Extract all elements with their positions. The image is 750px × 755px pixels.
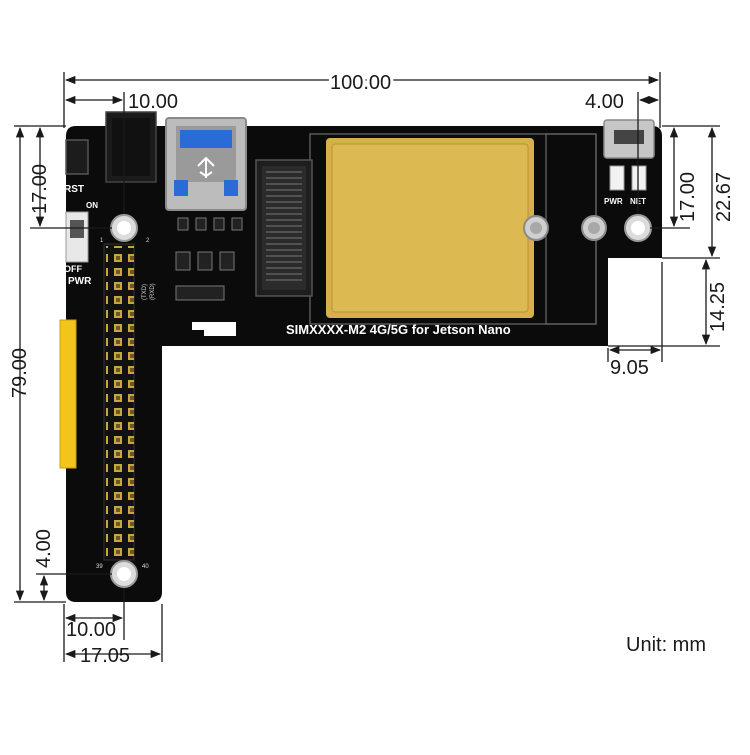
usb-a-clip-left [174, 180, 188, 196]
yellow-pin-header [59, 319, 77, 469]
cellular-module-shield [331, 143, 529, 313]
net-led [631, 165, 647, 191]
pwr-led [609, 165, 625, 191]
mounting-hole-bottom [110, 560, 138, 588]
dim-total-width: 100.00 [330, 72, 391, 94]
m2-connector-inner [262, 166, 306, 290]
usb-a-clip-right [224, 180, 238, 196]
reset-button [65, 139, 89, 175]
usb-a-tongue [180, 130, 232, 148]
dim-hole-right-y: 17.00 [677, 172, 699, 222]
pin-1-label: 1 [100, 238, 104, 244]
on-label: ON [86, 201, 98, 210]
rxd-label: (RXD) [150, 283, 156, 300]
power-switch-knob [70, 220, 84, 238]
pin-2-label: 2 [146, 238, 150, 244]
mounting-hole-top-right [624, 214, 652, 242]
dim-bottom-width: 17.05 [80, 645, 130, 667]
dim-right-height: 22.67 [713, 172, 735, 222]
dim-notch-width: 9.05 [610, 357, 649, 379]
txd-label: (TXD) [142, 284, 148, 300]
micro-usb-inner [614, 130, 644, 144]
power-jack-body [112, 118, 150, 176]
off-label: OFF [64, 264, 82, 274]
unit-label: Unit: mm [626, 634, 706, 656]
module-standoff-2 [581, 215, 607, 241]
usb-symbol-icon [197, 156, 215, 178]
dim-left-height: 79.00 [9, 348, 31, 398]
dim-bottom-hole-x: 10.00 [66, 619, 116, 641]
dim-hole-right-x: 4.00 [585, 91, 624, 113]
m2-contacts [266, 171, 302, 281]
dim-notch-height: 14.25 [707, 282, 729, 332]
board-title: SIMXXXX-M2 4G/5G for Jetson Nano [286, 322, 511, 337]
pin-40-label: 40 [142, 564, 149, 570]
mounting-hole-top-left [110, 214, 138, 242]
dimension-lines [14, 72, 720, 662]
dim-hole-top-y: 17.00 [29, 164, 51, 214]
pwr-led-label: PWR [604, 197, 623, 206]
dim-hole-left-x: 10.00 [128, 91, 178, 113]
gpio-pins [106, 246, 134, 558]
pcb-chips [175, 217, 243, 301]
rst-label: RST [64, 184, 84, 195]
pwr-label: PWR [68, 276, 92, 287]
module-standoff-1 [523, 215, 549, 241]
board-slot [192, 322, 236, 330]
pin-39-label: 39 [96, 564, 103, 570]
dim-hole-bottom-y: 4.00 [33, 529, 55, 568]
